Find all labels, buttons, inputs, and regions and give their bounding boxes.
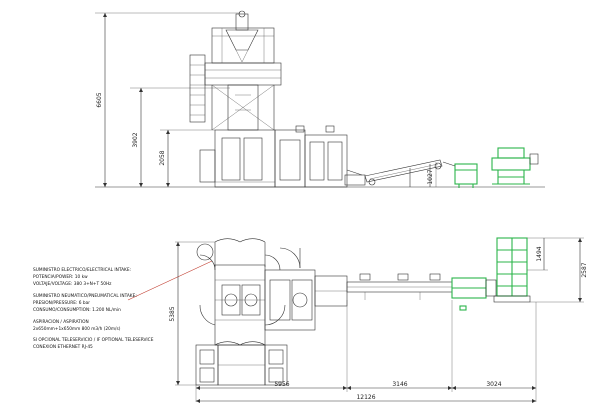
- dim-base-height-label: 2058: [159, 150, 166, 165]
- dim-section-1-label: 5956: [274, 381, 289, 388]
- dim-section-3-label: 3024: [486, 381, 501, 388]
- elevation-view: 6605 3902 2058: [95, 10, 545, 188]
- dim-total-height: 6605: [96, 13, 107, 187]
- dim-mid-height-label: 3902: [132, 132, 139, 147]
- dim-overall-length-label: 12126: [356, 394, 375, 401]
- spec-consumption: CONSUMO/CONSUMPTION: 1.200 NL/min: [33, 307, 121, 313]
- dim-overall-length: 12126: [196, 394, 536, 403]
- lower-blocks-plan: [195, 344, 288, 386]
- weigher-tower: [189, 10, 282, 131]
- dim-width-left: 5385: [169, 241, 215, 386]
- rotary-table-elevation: [491, 147, 539, 185]
- dim-right-height-label: 2587: [581, 262, 588, 277]
- spec-aspiration-title: ASPIRACION / ASPIRATION: [33, 319, 89, 325]
- dim-conveyor-height-label: 1027: [427, 169, 434, 184]
- spec-pressure: PRESION/PRESSURE: 6 bar: [33, 300, 90, 306]
- dim-right-small: 1494: [527, 238, 548, 271]
- machine-plan: [264, 247, 348, 331]
- dim-total-height-label: 6605: [96, 92, 103, 107]
- accumulation-table-elevation: [442, 161, 478, 188]
- dim-base-height: 2058: [159, 130, 170, 187]
- specs-block: SUMINISTRO ELECTRICO/ELECTRICAL INTAKE: …: [33, 267, 154, 350]
- spec-power: POTENCIA/POWER: 10 kw: [33, 274, 88, 280]
- spec-aspiration-value: 2x650mm+1x650mm 800 m3/h (20m/s): [33, 326, 121, 332]
- spec-electrical-title: SUMINISTRO ELECTRICO/ELECTRICAL INTAKE:: [33, 267, 131, 273]
- dim-mid-height: 3902: [132, 88, 143, 187]
- inclined-conveyor: [364, 159, 443, 187]
- dim-sections: 5956 3146 3024: [195, 300, 537, 402]
- marker-plan: [459, 305, 467, 311]
- platform-plan: [196, 238, 286, 346]
- spec-optional-teleservice: SI OPCIONAL TELESERVICIO / IF OPTIONAL T…: [33, 337, 154, 343]
- conveyor-plan: [346, 273, 453, 300]
- spec-connection: CONEXION ETHERNET RJ-45: [33, 344, 93, 350]
- dim-conveyor-height: 1027: [427, 162, 437, 187]
- dim-right-small-label: 1494: [536, 246, 543, 261]
- spec-pneumatic-title: SUMINISTRO NEUMATICO/PNEUMATICAL INTAKE:: [33, 293, 137, 299]
- accumulation-table-plan: [451, 277, 497, 299]
- spec-leader-line: [127, 260, 213, 301]
- packaging-machine: [199, 125, 366, 188]
- dim-right-height: 2587: [527, 237, 588, 303]
- plan-view: 5385 2587 1494: [33, 237, 588, 403]
- dim-width-left-label: 5385: [169, 306, 176, 321]
- dim-section-2-label: 3146: [392, 381, 407, 388]
- spec-voltage: VOLTAJE/VOLTAGE: 380 3+N+T 50Hz: [33, 281, 112, 287]
- rotary-table-plan: [493, 237, 531, 303]
